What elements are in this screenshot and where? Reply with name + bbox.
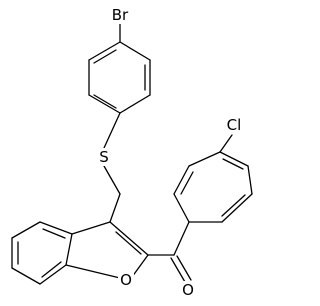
chlorophenyl-ring <box>173 151 253 223</box>
bond <box>71 221 111 235</box>
oxygen-furan-label: O <box>120 271 132 289</box>
bond <box>219 134 233 153</box>
bond <box>173 165 190 195</box>
atom-label-bromine: Br <box>108 6 132 24</box>
bond <box>39 221 73 235</box>
bond <box>11 221 41 239</box>
aromatic-inner-bond <box>115 231 142 255</box>
bond <box>65 233 73 266</box>
chlorine-label: Cl <box>227 116 242 134</box>
bond <box>173 193 190 223</box>
bond <box>131 254 149 278</box>
atom-label-chlorine: Cl <box>222 116 246 134</box>
oxygen-carbonyl-label: O <box>182 281 194 299</box>
bond <box>65 264 121 279</box>
bond <box>11 267 41 285</box>
bond <box>109 193 121 223</box>
bromine-label: Br <box>112 6 129 24</box>
bond <box>247 165 253 195</box>
bond <box>221 193 253 223</box>
aromatic-inner-bond <box>93 94 117 109</box>
aromatic-inner-bond <box>93 49 117 64</box>
atom-label-oxygen-carbonyl: O <box>180 281 196 299</box>
aromatic-inner-bond <box>41 261 62 278</box>
bond <box>103 165 121 195</box>
bond <box>173 221 190 256</box>
chemical-structure-diagram: Br S Cl O O <box>11 6 253 299</box>
aromatic-inner-bond <box>180 171 194 195</box>
atom-label-oxygen-furan: O <box>118 271 134 289</box>
bond <box>109 221 149 256</box>
bond <box>88 41 121 61</box>
fused-benzene-ring <box>11 221 73 285</box>
bond <box>119 94 151 114</box>
bond <box>88 94 121 114</box>
atom-label-sulfur: S <box>96 148 112 166</box>
carbonyl-double-bond <box>170 257 186 283</box>
bond <box>119 41 151 61</box>
bromophenyl-ring <box>88 41 151 114</box>
sulfur-label: S <box>99 148 109 166</box>
bond <box>188 151 221 167</box>
furan-ring <box>65 221 149 279</box>
bond <box>219 151 249 167</box>
aromatic-inner-bond <box>222 158 244 170</box>
aromatic-inner-bond <box>42 228 66 239</box>
bond <box>39 264 67 285</box>
carbonyl-double-bond <box>176 255 192 281</box>
aromatic-inner-bond <box>221 194 246 217</box>
bond <box>103 112 121 149</box>
